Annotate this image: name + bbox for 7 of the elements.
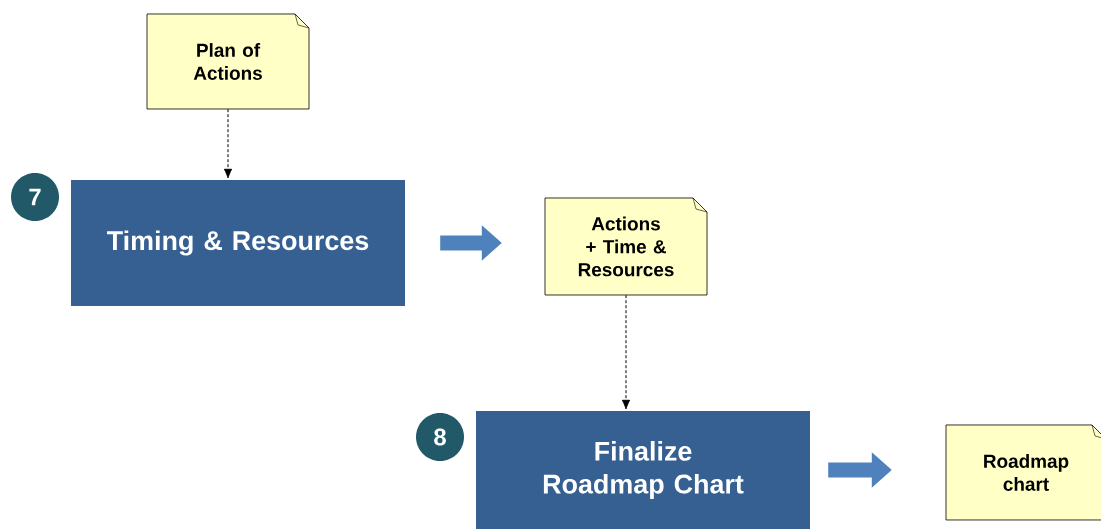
dashed-arrow — [621, 294, 631, 410]
dashed-arrow — [223, 108, 233, 179]
process-box: Finalize Roadmap Chart — [476, 411, 810, 529]
note-box: Plan of Actions — [146, 13, 310, 110]
process-box: Timing & Resources — [71, 180, 405, 306]
note-box: Roadmap chart — [945, 424, 1101, 521]
note-box: Actions + Time & Resources — [544, 197, 708, 296]
